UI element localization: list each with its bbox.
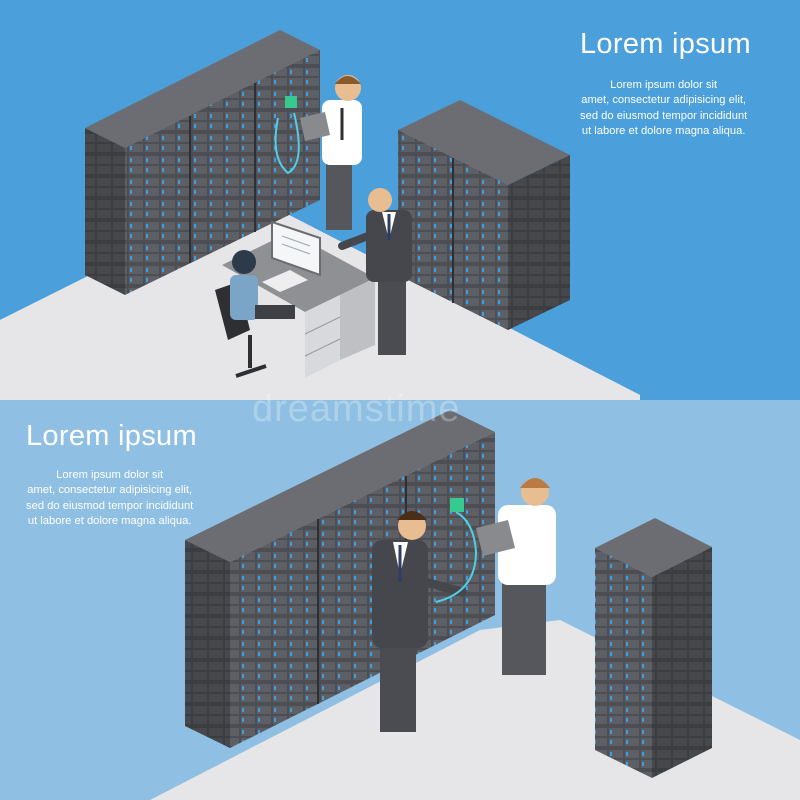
rack-top-face	[595, 518, 712, 577]
manager-jacket	[366, 210, 412, 282]
operator-torso	[230, 275, 258, 320]
body-line: ut labore et dolore magna aliqua.	[27, 514, 192, 527]
rack-front-face	[125, 50, 320, 295]
bottom-engineer-with-laptop	[450, 478, 556, 675]
manager-hair	[397, 511, 427, 520]
monitor-text-line	[281, 243, 311, 255]
manager-legs	[378, 270, 406, 355]
body-line: amet, consectetur adipisicing elit,	[27, 484, 193, 497]
operator-legs	[255, 305, 295, 319]
operator-head	[232, 250, 256, 274]
manager-head	[368, 188, 392, 212]
rack-top-face	[85, 30, 320, 148]
desk-drawer-side	[340, 278, 375, 360]
rack-panel-glow	[285, 96, 297, 108]
rack-panel-glow	[450, 498, 464, 512]
body-line: Lorem ipsum dolor sit	[56, 469, 164, 481]
rack-top-face	[398, 100, 570, 185]
monitor-text-line	[281, 235, 311, 247]
bottom-server-rack-row	[185, 410, 495, 748]
desk-drawer-unit	[305, 295, 340, 378]
seated-operator	[215, 250, 295, 378]
manager-arm	[338, 232, 372, 250]
drawer-line	[304, 338, 341, 357]
rack-side-face	[85, 128, 125, 295]
body-line: amet, consectetur adipisicing elit,	[581, 94, 747, 107]
watermark-text: dreamstime	[252, 388, 461, 430]
rack-side-face	[652, 547, 712, 778]
laptop-icon	[300, 112, 330, 141]
desk-top	[222, 232, 375, 312]
engineer-legs	[502, 575, 546, 675]
manager-in-suit	[338, 188, 412, 355]
rack-side-face	[508, 155, 570, 330]
engineer-shirt	[498, 505, 556, 585]
rack-front-face	[230, 432, 495, 748]
engineer-hair	[335, 76, 361, 84]
rack-front-face	[595, 548, 652, 778]
rack-side-face	[185, 540, 230, 748]
bottom-banner-body-text: Lorem ipsum dolor sit amet, consectetur …	[26, 468, 193, 529]
engineer-hair	[520, 478, 550, 488]
manager-legs	[380, 640, 416, 732]
rack-top-face	[185, 410, 495, 562]
laptop-icon	[476, 520, 515, 556]
chair-base	[235, 364, 267, 378]
top-server-rack-row-right	[398, 100, 570, 330]
manager-arm	[420, 577, 467, 597]
body-line: Lorem ipsum dolor sit	[610, 79, 718, 91]
bottom-server-rack-single	[595, 518, 712, 778]
drawer-line	[304, 316, 341, 335]
top-banner	[0, 0, 800, 400]
cable-icon	[435, 511, 478, 603]
bottom-banner-title: Lorem ipsum	[26, 420, 197, 452]
body-line: ut labore et dolore magna aliqua.	[581, 124, 746, 137]
top-office-desk	[222, 220, 375, 378]
top-banner-body-text: Lorem ipsum dolor sit amet, consectetur …	[580, 78, 747, 139]
body-line: sed do eiusmod tempor incididunt	[580, 109, 748, 122]
bottom-manager-in-suit	[372, 511, 478, 732]
bottom-banner	[0, 400, 800, 800]
body-line: sed do eiusmod tempor incididunt	[26, 499, 194, 512]
keyboard-icon	[262, 270, 308, 292]
manager-jacket	[372, 540, 428, 648]
cable-icon	[274, 112, 300, 175]
engineer-with-laptop	[274, 75, 362, 230]
top-banner-title: Lorem ipsum	[580, 28, 751, 60]
engineer-legs	[326, 160, 352, 230]
top-server-rack-row-left	[85, 30, 320, 295]
